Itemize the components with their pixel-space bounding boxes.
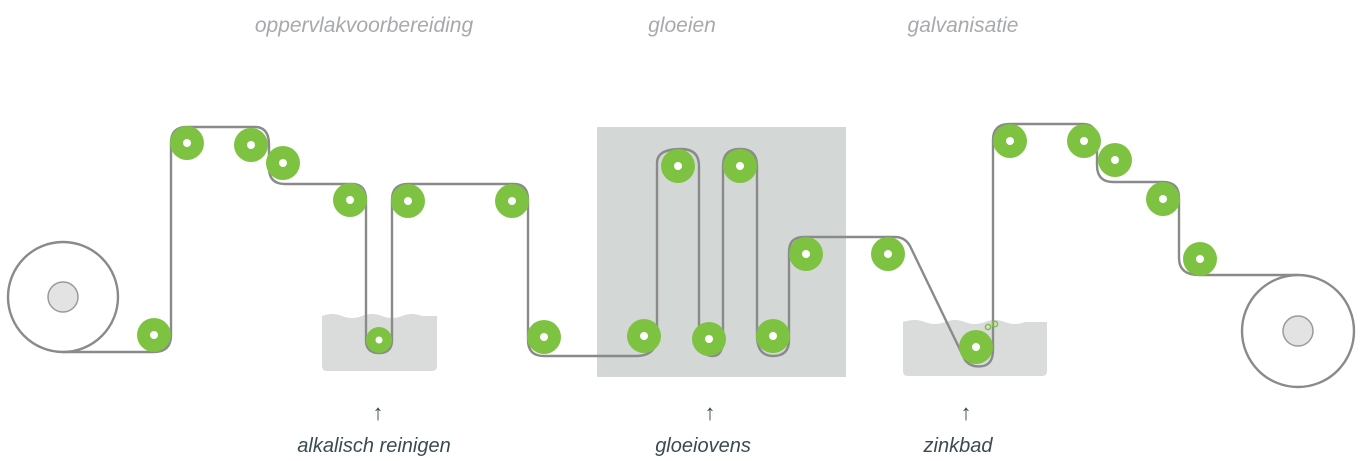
roller (723, 149, 757, 183)
recoiler-core (1282, 315, 1314, 347)
zinc-bubble (984, 323, 992, 331)
roller (1098, 143, 1132, 177)
roller (1183, 242, 1217, 276)
roller (959, 330, 993, 364)
roller (627, 319, 661, 353)
stage-label-galvanizing: galvanisatie (907, 14, 1019, 37)
roller (391, 184, 425, 218)
stage-label-surface-preparation: oppervlakvoorbereiding (254, 14, 474, 37)
roller (170, 126, 204, 160)
stage-label-annealing: gloeien (648, 14, 716, 37)
roller (661, 149, 695, 183)
roller (234, 128, 268, 162)
roller (266, 146, 300, 180)
roller (789, 237, 823, 271)
zinc-bubble (991, 320, 999, 328)
arrow-up-icon: ↑ (372, 400, 384, 425)
label-zinc-bath: zinkbad (923, 435, 993, 457)
arrow-up-icon: ↑ (960, 400, 972, 425)
roller (756, 319, 790, 353)
roller (1146, 182, 1180, 216)
roller (366, 327, 392, 353)
roller (692, 322, 726, 356)
steel-strip (63, 122, 1298, 368)
label-annealing-furnaces: gloeiovens (655, 435, 751, 457)
roller (495, 184, 529, 218)
roller (1067, 124, 1101, 158)
uncoiler-core (47, 281, 79, 313)
roller (137, 318, 171, 352)
roller (871, 237, 905, 271)
label-alkaline-cleaning: alkalisch reinigen (297, 435, 451, 457)
roller (993, 124, 1027, 158)
arrow-up-icon: ↑ (704, 400, 716, 425)
rollers (137, 124, 1217, 364)
roller (333, 183, 367, 217)
roller (527, 320, 561, 354)
